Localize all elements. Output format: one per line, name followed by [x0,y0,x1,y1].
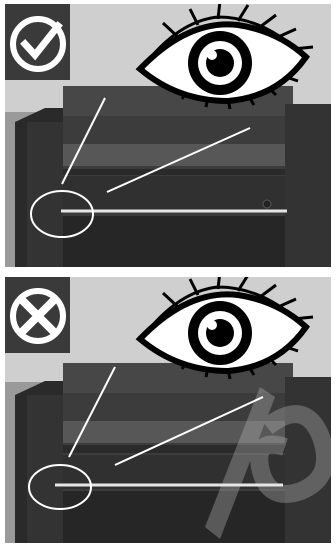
panel-incorrect [5,277,331,543]
checkmark-circle-icon [5,4,70,80]
cross-circle-icon [5,277,70,353]
verdict-badge [5,4,70,80]
panel-correct [5,4,331,267]
verdict-badge [5,277,70,353]
panel-divider [0,268,336,276]
